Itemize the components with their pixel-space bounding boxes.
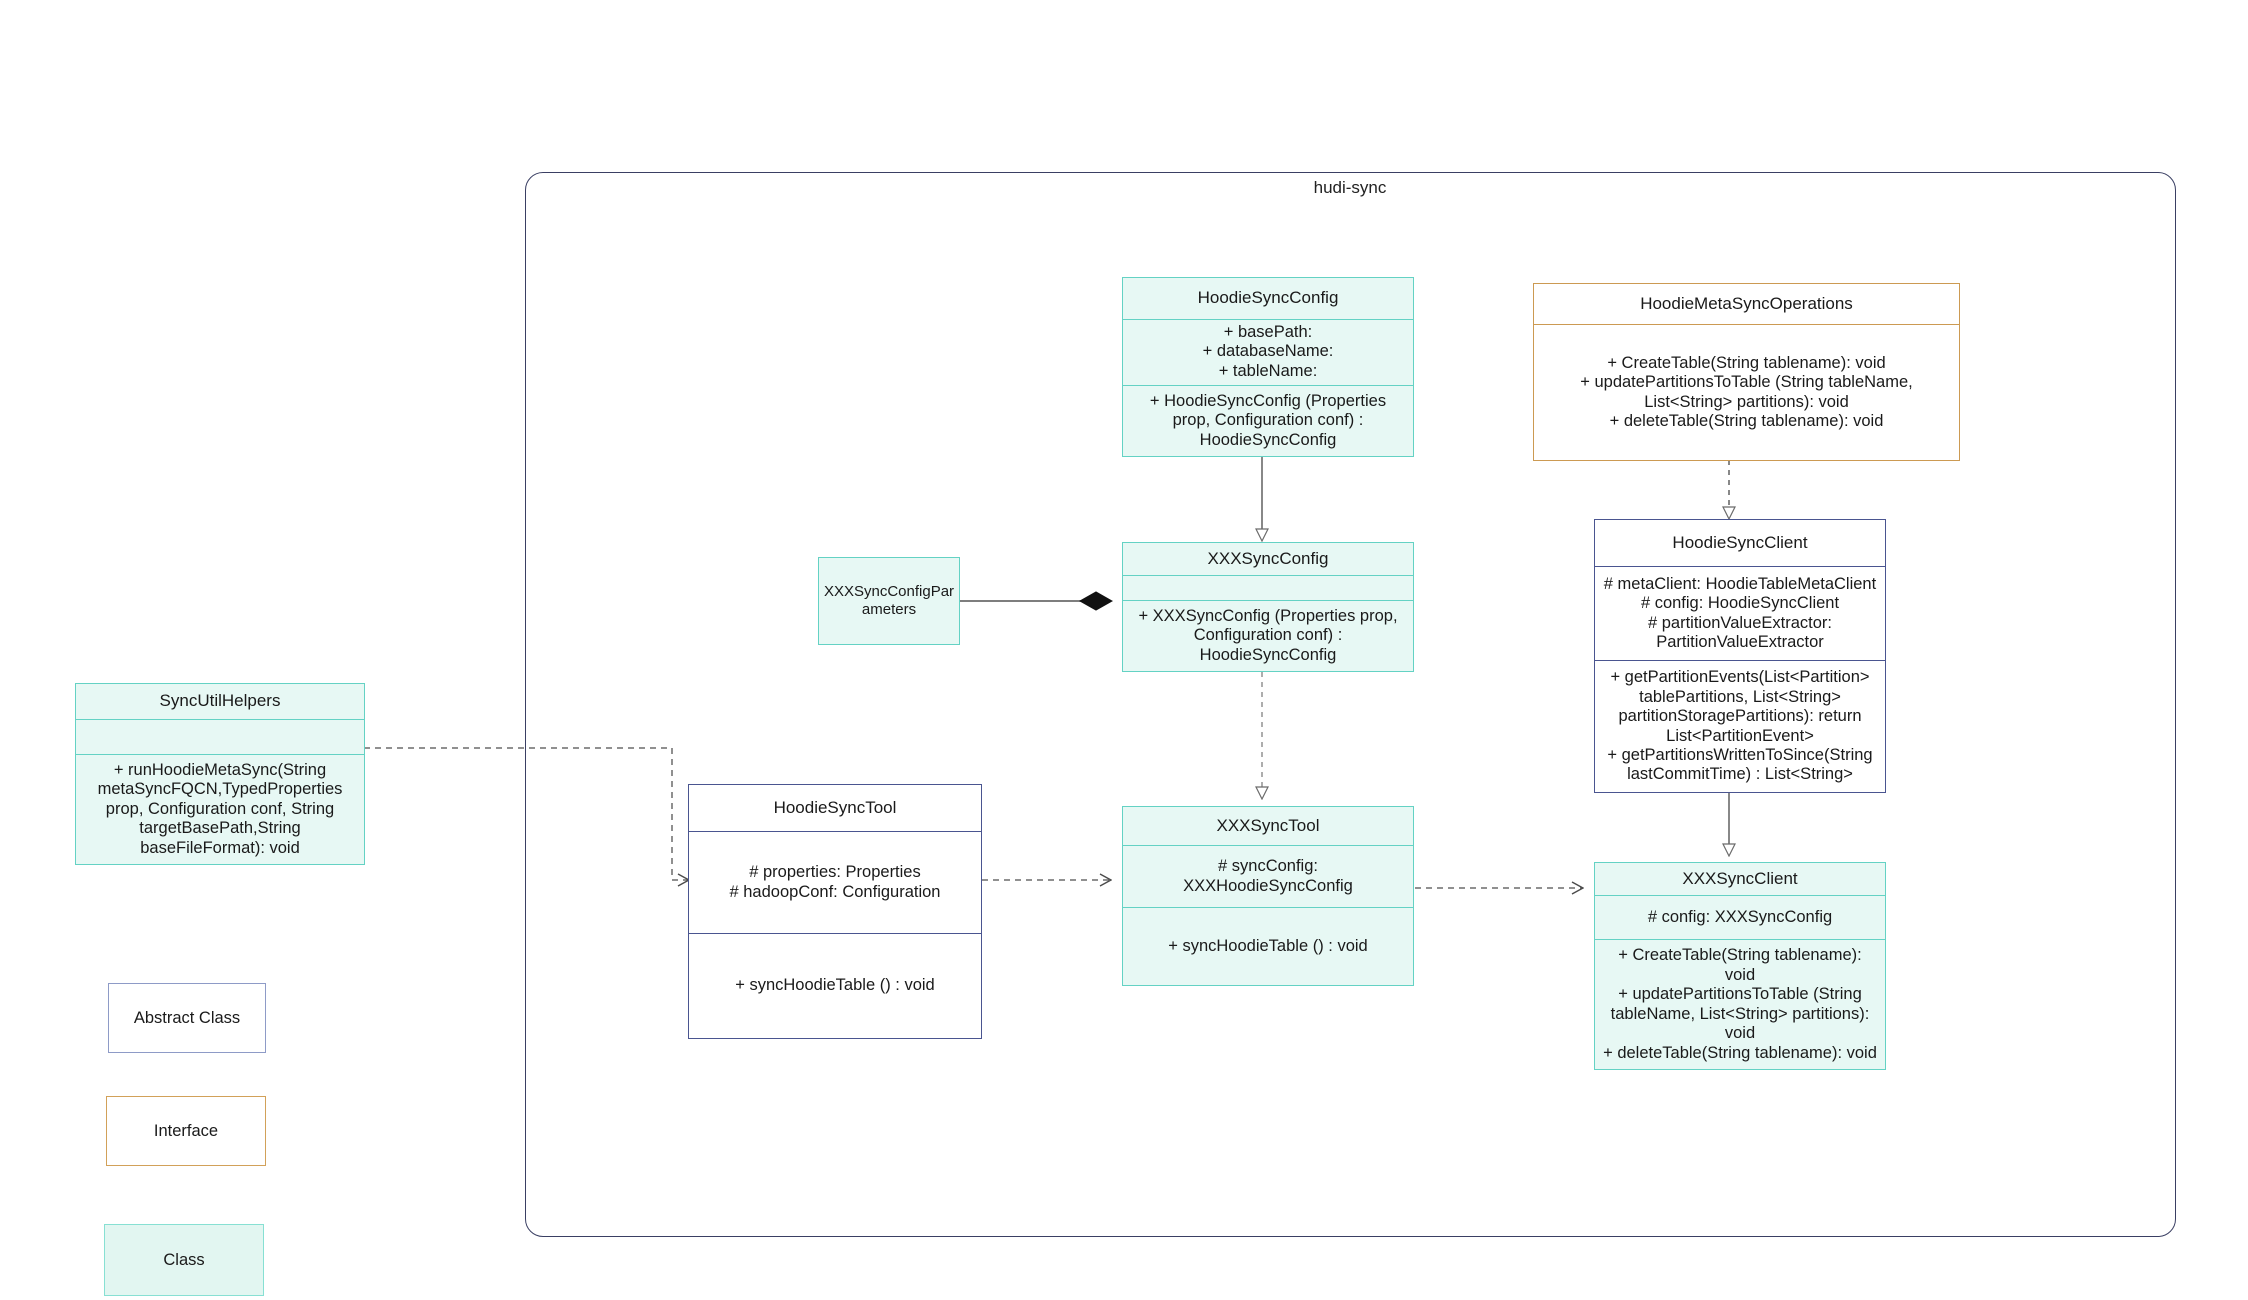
attributes-xxx-sync-config	[1123, 575, 1413, 600]
class-name-xxx-sync-config: XXXSyncConfig	[1207, 549, 1329, 568]
attributes-hoodie-sync-tool: # properties: Properties # hadoopConf: C…	[689, 831, 981, 933]
attributes-xxx-sync-client: # config: XXXSyncConfig	[1595, 895, 1885, 939]
abstract-class-hoodie-sync-client[interactable]: HoodieSyncClient # metaClient: HoodieTab…	[1594, 519, 1886, 793]
methods-hoodie-sync-config: + HoodieSyncConfig (Properties prop, Con…	[1123, 384, 1413, 456]
methods-hoodie-sync-client: + getPartitionEvents(List<Partition> tab…	[1595, 660, 1885, 792]
abstract-class-hoodie-sync-tool[interactable]: HoodieSyncTool # properties: Properties …	[688, 784, 982, 1039]
interface-name-hoodie-meta-sync-operations: HoodieMetaSyncOperations	[1640, 293, 1853, 313]
attributes-sync-util-helpers	[76, 718, 364, 754]
interface-hoodie-meta-sync-operations[interactable]: HoodieMetaSyncOperations + CreateTable(S…	[1533, 283, 1960, 461]
methods-sync-util-helpers: + runHoodieMetaSync(String metaSyncFQCN,…	[76, 753, 364, 864]
legend-interface: Interface	[106, 1096, 266, 1166]
methods-xxx-sync-tool: + syncHoodieTable () : void	[1123, 907, 1413, 985]
class-name-hoodie-sync-client: HoodieSyncClient	[1672, 532, 1808, 552]
package-hudi-sync	[525, 172, 2176, 1237]
class-hoodie-sync-config[interactable]: HoodieSyncConfig + basePath: + databaseN…	[1122, 277, 1414, 457]
methods-hoodie-sync-tool: + syncHoodieTable () : void	[689, 933, 981, 1038]
class-xxx-sync-config-parameters[interactable]: XXXSyncConfigPar ameters	[818, 557, 960, 645]
package-title: hudi-sync	[1313, 178, 1387, 197]
legend-abstract-class: Abstract Class	[108, 983, 266, 1053]
class-sync-util-helpers[interactable]: SyncUtilHelpers + runHoodieMetaSync(Stri…	[75, 683, 365, 865]
attributes-hoodie-sync-client: # metaClient: HoodieTableMetaClient # co…	[1595, 566, 1885, 660]
class-name-xxx-sync-client: XXXSyncClient	[1682, 869, 1798, 888]
attributes-hoodie-sync-config: + basePath: + databaseName: + tableName:	[1123, 318, 1413, 385]
class-name-sync-util-helpers: SyncUtilHelpers	[159, 691, 281, 711]
legend-interface-label: Interface	[153, 1121, 219, 1140]
legend-class-label: Class	[163, 1250, 205, 1269]
class-xxx-sync-client[interactable]: XXXSyncClient # config: XXXSyncConfig + …	[1594, 862, 1886, 1070]
legend-class: Class	[104, 1224, 264, 1296]
class-name-xxx-sync-tool: XXXSyncTool	[1216, 815, 1320, 835]
legend-abstract-class-label: Abstract Class	[133, 1008, 241, 1027]
attributes-xxx-sync-tool: # syncConfig: XXXHoodieSyncConfig	[1123, 845, 1413, 907]
methods-xxx-sync-client: + CreateTable(String tablename): void + …	[1595, 939, 1885, 1069]
methods-xxx-sync-config: + XXXSyncConfig (Properties prop, Config…	[1123, 599, 1413, 671]
class-xxx-sync-config[interactable]: XXXSyncConfig + XXXSyncConfig (Propertie…	[1122, 542, 1414, 672]
methods-hoodie-meta-sync-operations: + CreateTable(String tablename): void + …	[1534, 324, 1959, 460]
class-name-hoodie-sync-tool: HoodieSyncTool	[773, 797, 897, 817]
class-xxx-sync-tool[interactable]: XXXSyncTool # syncConfig: XXXHoodieSyncC…	[1122, 806, 1414, 986]
class-name-hoodie-sync-config: HoodieSyncConfig	[1197, 288, 1339, 308]
class-name-xxx-sync-config-parameters: XXXSyncConfigPar ameters	[823, 583, 955, 618]
